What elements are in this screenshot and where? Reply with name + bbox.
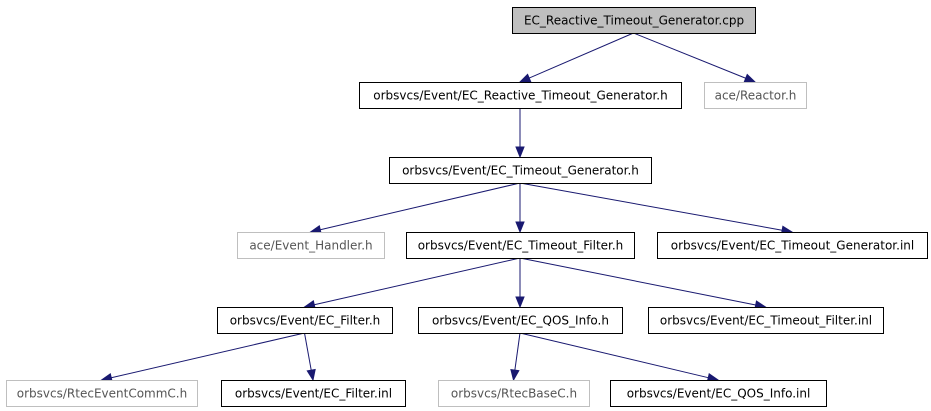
edge-line [519,257,756,306]
node-event-handler-h[interactable]: ace/Event_Handler.h [237,232,385,259]
node-timeout-filter-inl[interactable]: orbsvcs/Event/EC_Timeout_Filter.inl [648,307,884,334]
node-label: EC_Reactive_Timeout_Generator.cpp [524,14,744,28]
edge-qos_info_h-to-qos_info_inl [519,332,720,383]
node-label: ace/Reactor.h [715,89,797,103]
edge-timeout_gen_h-to-timeout_gen_inl [519,182,794,235]
arrowhead-icon [515,221,525,234]
node-box [438,380,590,407]
nodes-layer: EC_Reactive_Timeout_Generator.cpporbsvcs… [6,7,928,407]
node-box [657,232,928,259]
node-reactor-h[interactable]: ace/Reactor.h [704,82,807,109]
node-label: orbsvcs/Event/EC_Timeout_Filter.h [418,239,624,253]
edge-line [514,332,521,371]
edge-qos_info_h-to-rtec_base_h [510,332,521,382]
node-box [610,380,827,407]
node-reactive-h[interactable]: orbsvcs/Event/EC_Reactive_Timeout_Genera… [359,82,682,109]
edge-timeout_filter_h-to-qos_info_h [515,258,525,309]
node-box [389,157,652,184]
edge-filter_h-to-filter_inl [304,332,316,382]
arrowhead-icon [743,73,757,83]
node-box [512,7,756,34]
edges-layer [100,32,794,383]
node-filter-inl[interactable]: orbsvcs/Event/EC_Filter.inl [221,380,406,407]
node-label: orbsvcs/Event/EC_Reactive_Timeout_Genera… [373,89,667,103]
node-rtec-base-h[interactable]: orbsvcs/RtecBaseC.h [438,380,590,407]
edge-line [633,32,746,79]
node-qos-info-h[interactable]: orbsvcs/Event/EC_QOS_Info.h [418,307,623,334]
edge-timeout_filter_h-to-timeout_filter_inl [519,257,767,310]
node-label: orbsvcs/Event/EC_Timeout_Generator.h [402,164,639,178]
node-label: orbsvcs/Event/EC_Filter.inl [235,387,392,401]
node-label: orbsvcs/Event/EC_QOS_Info.inl [627,387,811,401]
node-label: orbsvcs/RtecBaseC.h [451,387,577,401]
edge-timeout_gen_h-to-timeout_filter_h [515,183,525,234]
node-label: ace/Event_Handler.h [249,239,372,253]
arrowhead-icon [515,146,525,159]
node-box [217,307,393,334]
node-box [237,232,385,259]
edge-timeout_filter_h-to-filter_h [303,257,521,310]
edge-root-to-reactive_h [518,32,634,83]
node-label: orbsvcs/Event/EC_QOS_Info.h [432,314,609,328]
edge-line [111,332,305,379]
edge-line [314,257,521,306]
node-box [704,82,807,109]
node-root[interactable]: EC_Reactive_Timeout_Generator.cpp [512,7,756,34]
node-label: orbsvcs/Event/EC_Filter.h [230,314,381,328]
node-label: orbsvcs/Event/EC_Timeout_Filter.inl [660,314,872,328]
edge-reactive_h-to-timeout_gen_h [515,108,525,159]
node-box [221,380,406,407]
node-box [406,232,635,259]
arrowhead-icon [518,73,532,83]
edge-root-to-reactor_h [633,32,757,83]
node-box [418,307,623,334]
node-timeout-gen-h[interactable]: orbsvcs/Event/EC_Timeout_Generator.h [389,157,652,184]
edge-line [304,332,312,371]
node-rtec-comm-h[interactable]: orbsvcs/RtecEventCommC.h [6,380,198,407]
edge-timeout_gen_h-to-event_handler_h [309,182,521,235]
edge-line [528,32,634,79]
node-label: orbsvcs/Event/EC_Timeout_Generator.inl [671,239,914,253]
edge-line [519,182,783,231]
edge-line [519,332,709,379]
arrowhead-icon [515,296,525,309]
node-timeout-filter-h[interactable]: orbsvcs/Event/EC_Timeout_Filter.h [406,232,635,259]
node-box [648,307,884,334]
node-timeout-gen-inl[interactable]: orbsvcs/Event/EC_Timeout_Generator.inl [657,232,928,259]
node-qos-info-inl[interactable]: orbsvcs/Event/EC_QOS_Info.inl [610,380,827,407]
node-box [359,82,682,109]
arrowhead-icon [510,368,520,382]
node-box [6,380,198,407]
node-filter-h[interactable]: orbsvcs/Event/EC_Filter.h [217,307,393,334]
node-label: orbsvcs/RtecEventCommC.h [17,387,187,401]
edge-filter_h-to-rtec_comm_h [100,332,305,383]
arrowhead-icon [306,368,316,382]
edge-line [320,182,521,231]
